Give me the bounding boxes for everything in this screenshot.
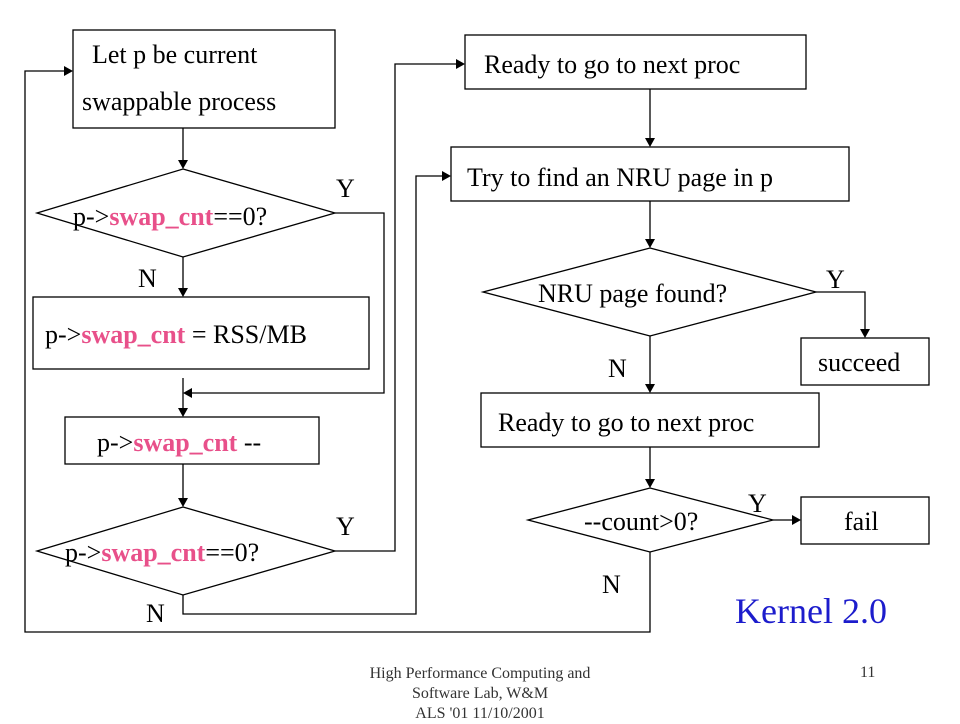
arrowhead xyxy=(645,384,655,393)
arrowhead xyxy=(645,479,655,488)
connector xyxy=(816,291,866,329)
let-p-box xyxy=(72,29,336,129)
no-label: N xyxy=(608,354,627,383)
kernel-version-label: Kernel 2.0 xyxy=(735,591,887,631)
connector xyxy=(182,175,442,615)
arrowhead xyxy=(860,329,870,338)
connector xyxy=(24,70,651,633)
yes-label: Y xyxy=(748,489,767,518)
try-find-nru-box xyxy=(450,146,850,202)
count-diamond xyxy=(525,487,776,553)
arrowhead xyxy=(645,239,655,248)
footer-line: Software Lab, W&M xyxy=(411,685,549,702)
connector xyxy=(192,212,385,394)
page-number: 11 xyxy=(860,664,876,681)
ready-next-proc-box-2 xyxy=(480,392,820,448)
footer-line: High Performance Computing and xyxy=(369,665,591,682)
arrowhead xyxy=(64,66,73,76)
let-p-line2: swappable process xyxy=(82,87,276,116)
assign-swap-cnt-text: p->swap_cnt = RSS/MB xyxy=(45,320,307,349)
arrowhead xyxy=(456,59,465,69)
no-label: N xyxy=(138,264,157,293)
footer-credit: High Performance Computing and Software … xyxy=(330,664,630,724)
assign-swap-cnt-box xyxy=(32,296,370,370)
yes-label: Y xyxy=(336,174,355,203)
fail-box xyxy=(800,496,930,545)
fail-text: fail xyxy=(844,507,879,536)
ready-next-proc-text-2: Ready to go to next proc xyxy=(498,408,754,437)
decrement-swap-cnt-box xyxy=(64,416,320,465)
decrement-swap-cnt-text: p->swap_cnt -- xyxy=(97,428,261,457)
connector xyxy=(335,63,456,552)
arrowhead xyxy=(792,515,801,525)
ready-next-proc-box xyxy=(464,34,807,90)
footer-line: ALS '01 11/10/2001 xyxy=(415,705,545,722)
ready-next-proc-text: Ready to go to next proc xyxy=(484,50,740,79)
count-condition-text: --count>0? xyxy=(584,507,698,536)
arrowhead xyxy=(178,288,188,297)
arrowhead xyxy=(178,408,188,417)
succeed-text: succeed xyxy=(818,348,900,377)
no-label: N xyxy=(146,599,165,628)
succeed-box xyxy=(800,337,930,386)
swap-cnt-zero-condition: p->swap_cnt==0? xyxy=(73,202,267,231)
arrowhead xyxy=(178,160,188,169)
let-p-line1: Let p be current xyxy=(92,40,258,69)
nru-found-text: NRU page found? xyxy=(538,279,727,308)
try-find-nru-text: Try to find an NRU page in p xyxy=(467,163,773,192)
yes-label: Y xyxy=(336,512,355,541)
arrowhead xyxy=(183,388,192,398)
swap-cnt-zero-condition-2: p->swap_cnt==0? xyxy=(65,538,259,567)
arrowhead xyxy=(178,498,188,507)
yes-label: Y xyxy=(826,265,845,294)
arrowhead xyxy=(442,171,451,181)
arrowhead xyxy=(645,138,655,147)
no-label: N xyxy=(602,570,621,599)
